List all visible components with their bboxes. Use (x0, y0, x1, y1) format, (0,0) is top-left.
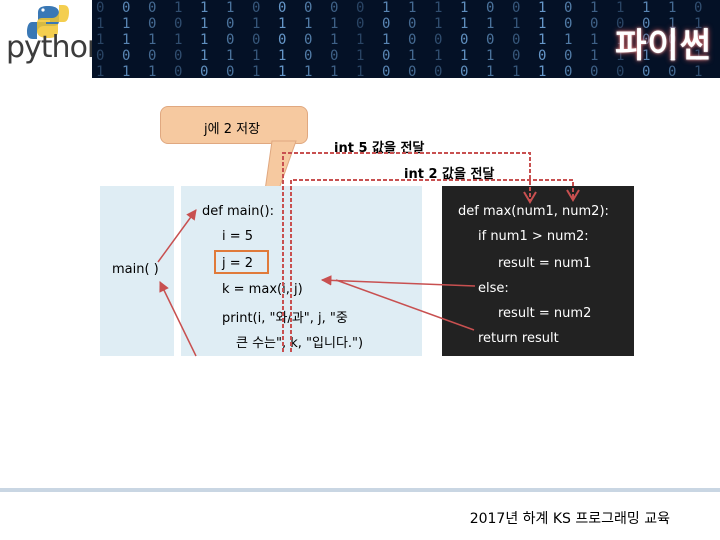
dashed-connector-int5 (283, 153, 530, 352)
highlight-j-box (215, 251, 268, 273)
footer-text: 2017년 하계 KS 프로그래밍 교육 (470, 508, 670, 528)
arrow-return-line (336, 280, 474, 330)
footer-divider (0, 488, 720, 492)
arrow-return-to-main (160, 282, 196, 356)
arrow-main-to-def (158, 210, 196, 262)
dashed-connector-int2 (291, 180, 573, 352)
